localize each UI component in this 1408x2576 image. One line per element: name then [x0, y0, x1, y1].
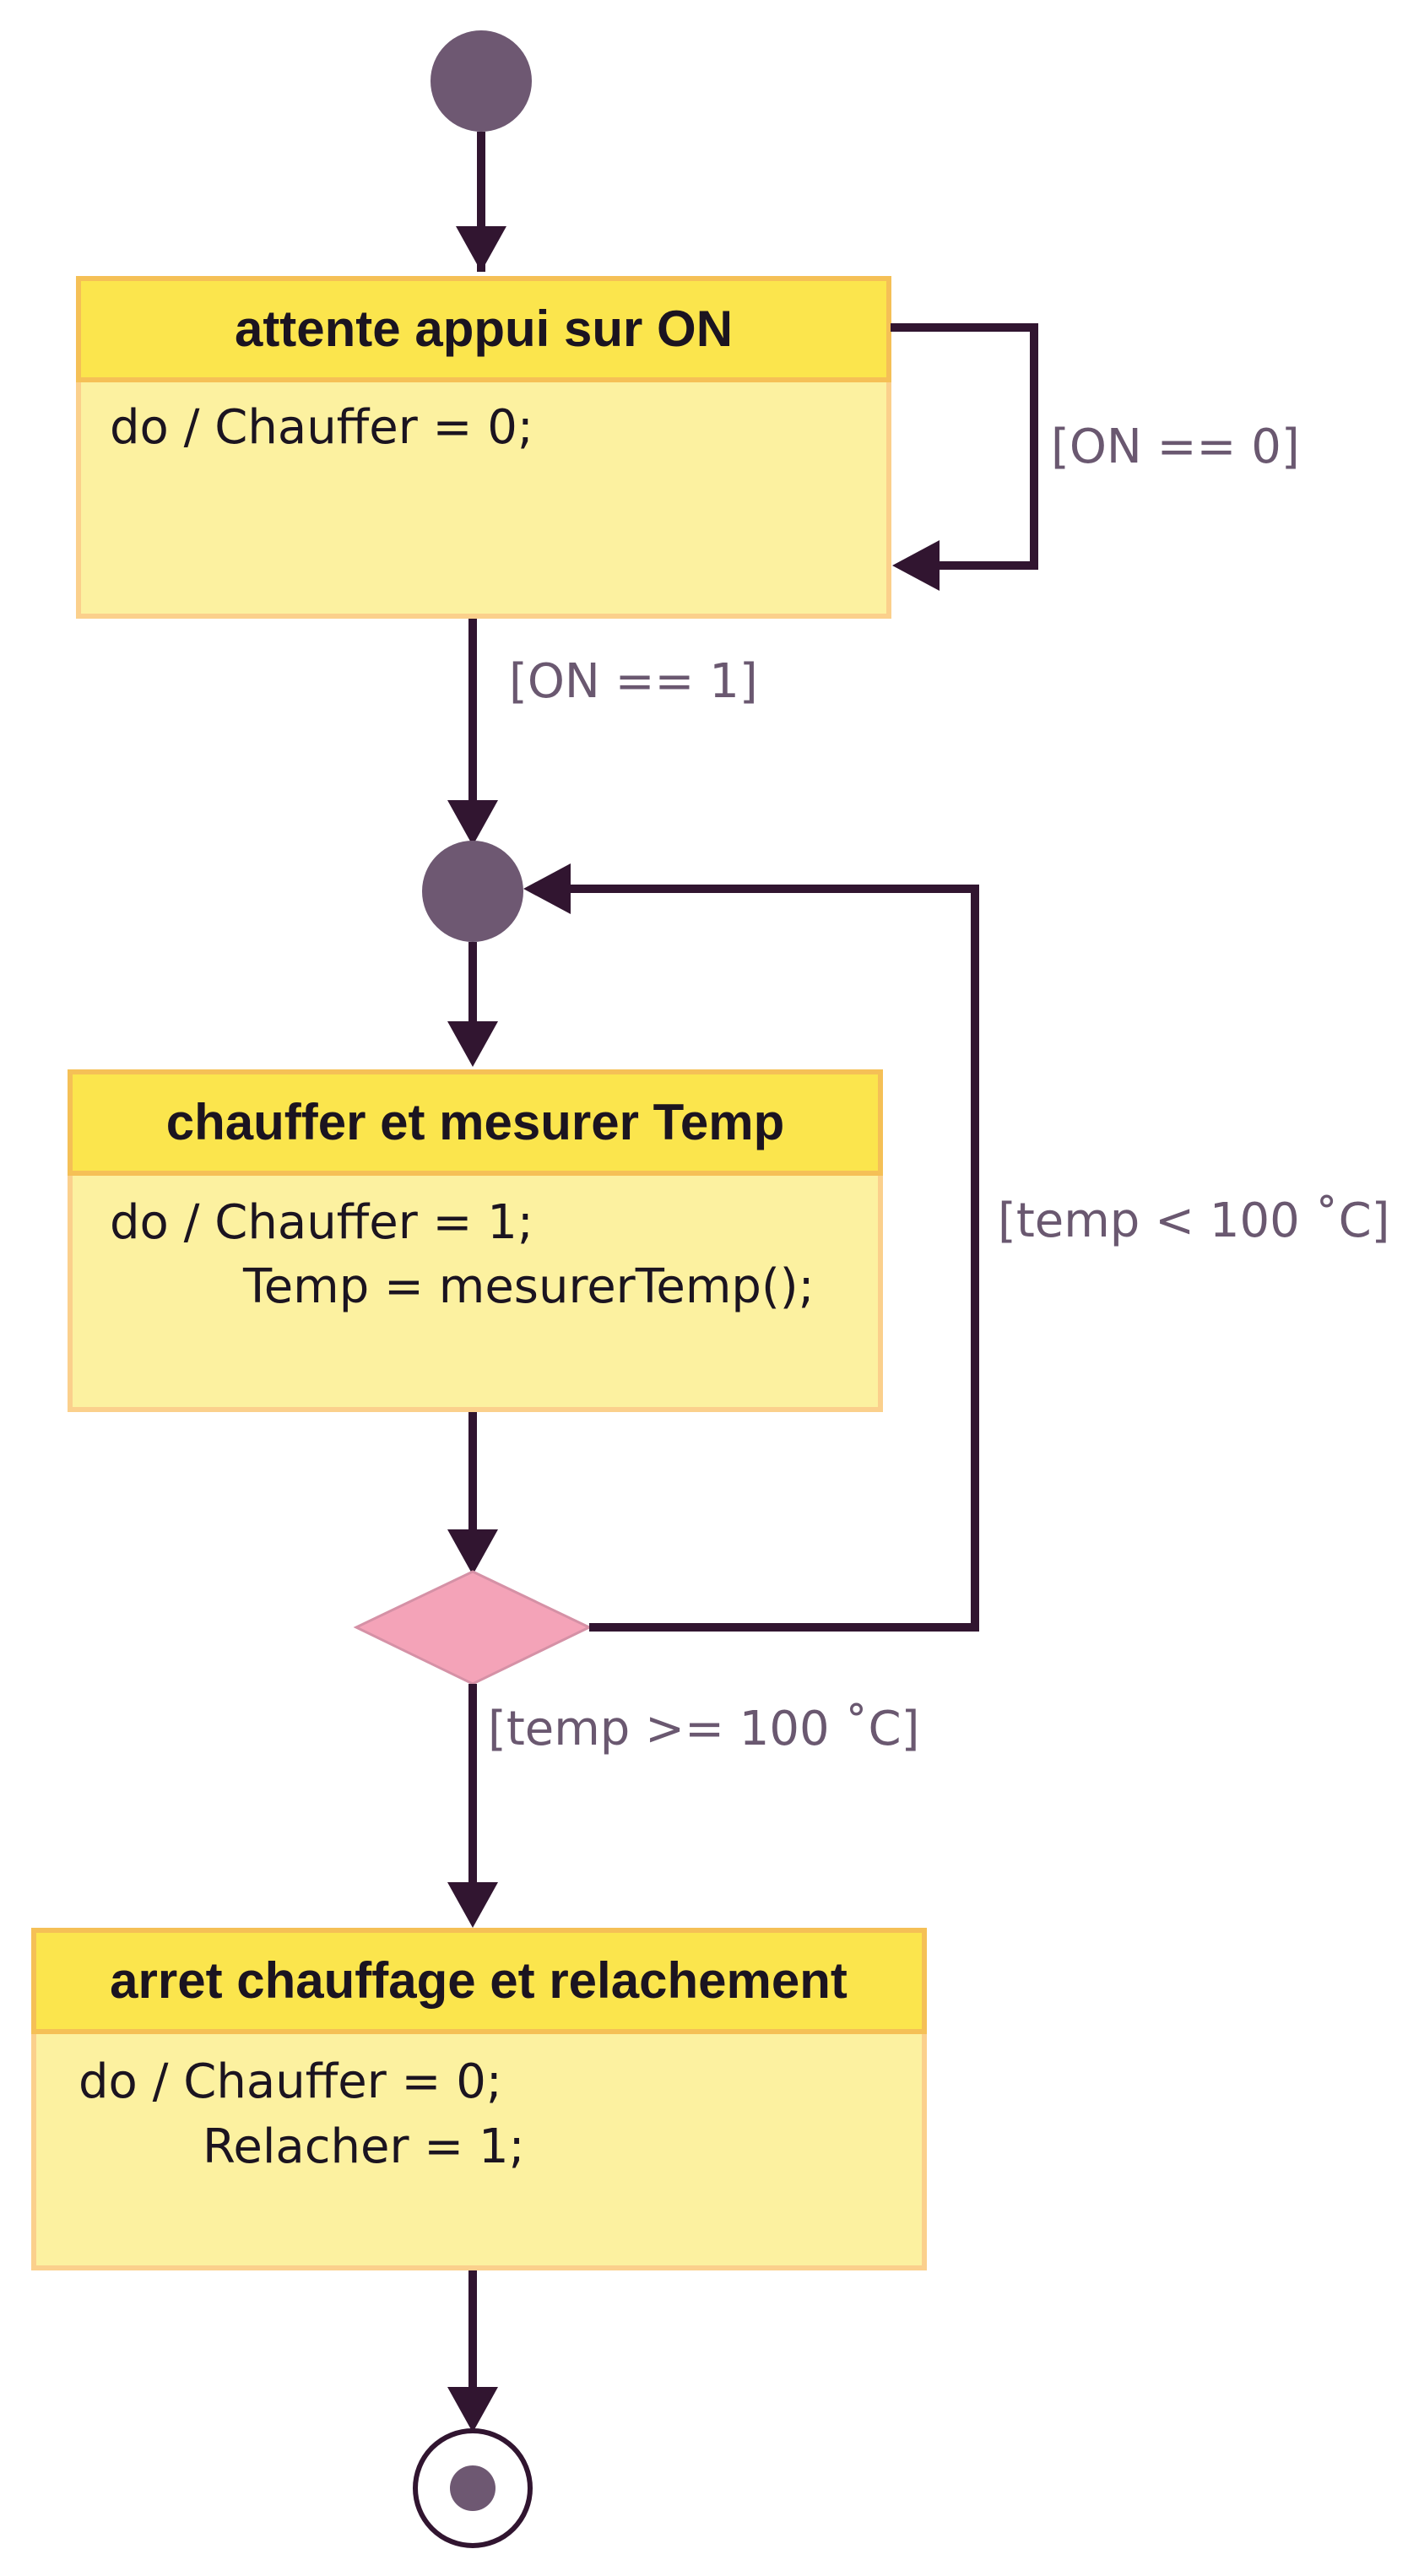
state-stop-line1: do / Chauffer = 0;: [79, 2054, 502, 2109]
state-wait-on-header: [76, 276, 891, 382]
guard-temp-high: [temp >= 100 ˚C]: [488, 1702, 919, 1756]
merge-node: [422, 841, 523, 942]
edge-self-loop-wait: [891, 323, 1038, 570]
state-stop: arret chauffage et relachement do / Chau…: [31, 1928, 927, 2270]
state-wait-on-line1: do / Chauffer = 0;: [110, 400, 533, 455]
state-wait-on-title: attente appui sur ON: [235, 300, 733, 357]
state-heat-line2: Temp = mesurerTemp();: [242, 1259, 815, 1314]
state-stop-title: arret chauffage et relachement: [110, 1952, 848, 2009]
arrowhead: [447, 1021, 498, 1067]
guard-temp-low: [temp < 100 ˚C]: [998, 1193, 1390, 1248]
state-heat-header: [68, 1069, 883, 1176]
state-heat-title: chauffer et mesurer Temp: [166, 1094, 784, 1150]
state-heat-line1: do / Chauffer = 1;: [110, 1195, 533, 1250]
arrowhead: [456, 226, 506, 272]
state-stop-header: [31, 1928, 927, 2034]
arrowhead: [447, 2387, 498, 2433]
arrowhead: [447, 1529, 498, 1575]
guard-on-one: [ON == 1]: [509, 654, 758, 709]
initial-node: [431, 30, 532, 132]
state-wait-on: attente appui sur ON do / Chauffer = 0;: [76, 276, 891, 619]
state-heat: chauffer et mesurer Temp do / Chauffer =…: [68, 1069, 883, 1412]
state-stop-line2: Relacher = 1;: [203, 2119, 525, 2174]
guard-on-zero: [ON == 0]: [1051, 419, 1300, 474]
arrowhead: [447, 800, 498, 846]
edge-decision-loop-to-merge: [566, 885, 979, 1632]
arrowhead: [892, 540, 940, 591]
arrowhead: [523, 863, 571, 914]
decision-node: [353, 1570, 593, 1686]
final-node-dot: [450, 2465, 496, 2511]
final-node: [413, 2428, 533, 2548]
arrowhead: [447, 1882, 498, 1928]
